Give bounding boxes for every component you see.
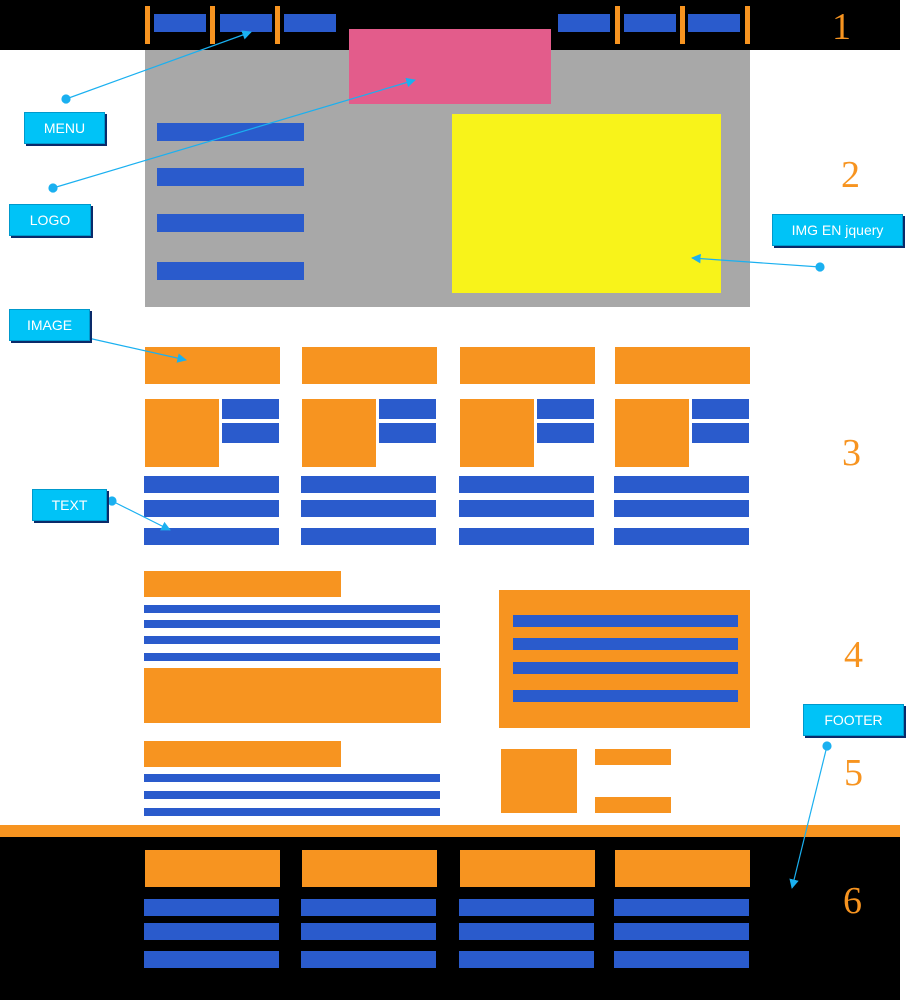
column-text-line — [614, 476, 749, 493]
thumb-line — [595, 797, 671, 813]
column-side-line — [379, 423, 436, 443]
footer-column-line — [459, 951, 594, 968]
jquery-image-box — [452, 114, 721, 293]
column-thumbnail — [615, 399, 689, 467]
footer-divider — [0, 825, 900, 837]
column-text-line — [301, 528, 436, 545]
content-line — [144, 774, 440, 782]
column-text-line — [144, 476, 279, 493]
footer-column-header — [615, 850, 750, 887]
menu-divider — [275, 6, 280, 44]
footer-column-line — [614, 951, 749, 968]
column-side-line — [692, 399, 749, 419]
menu-callout: MENU — [24, 112, 105, 144]
footer-column-header — [460, 850, 595, 887]
section-number-3: 3 — [842, 432, 861, 474]
hero-line — [157, 123, 304, 141]
column-text-line — [614, 500, 749, 517]
image-callout: IMAGE — [9, 309, 90, 341]
footer-column-line — [144, 951, 279, 968]
content-line — [144, 791, 440, 799]
menu-item — [284, 14, 336, 32]
footer-column-line — [301, 951, 436, 968]
content-line — [144, 636, 440, 644]
menu-item — [688, 14, 740, 32]
menu-divider — [680, 6, 685, 44]
column-thumbnail — [145, 399, 219, 467]
side-box-line — [513, 638, 738, 650]
text-callout: TEXT — [32, 489, 107, 521]
section-number-4: 4 — [844, 634, 863, 676]
footer-callout: FOOTER — [803, 704, 904, 736]
logo-callout: LOGO — [9, 204, 91, 236]
thumb-box — [501, 749, 577, 813]
footer-column-line — [614, 923, 749, 940]
column-text-line — [459, 528, 594, 545]
menu-divider — [210, 6, 215, 44]
column-header-image — [145, 347, 280, 384]
menu-item — [624, 14, 676, 32]
footer-column-line — [301, 923, 436, 940]
column-header-image — [302, 347, 437, 384]
column-text-line — [459, 476, 594, 493]
menu-item — [558, 14, 610, 32]
side-box-line — [513, 690, 738, 702]
hero-line — [157, 262, 304, 280]
column-text-line — [301, 500, 436, 517]
menu-item — [220, 14, 272, 32]
footer-bar — [0, 837, 900, 1000]
footer-column-line — [144, 923, 279, 940]
column-thumbnail — [302, 399, 376, 467]
column-text-line — [301, 476, 436, 493]
section-number-2: 2 — [841, 154, 860, 196]
footer-column-line — [301, 899, 436, 916]
thumb-line — [595, 749, 671, 765]
footer-column-line — [614, 899, 749, 916]
content-line — [144, 808, 440, 816]
column-side-line — [692, 423, 749, 443]
side-box-line — [513, 662, 738, 674]
footer-column-line — [459, 923, 594, 940]
section-number-1: 1 — [832, 6, 851, 48]
side-box-line — [513, 615, 738, 627]
content-line — [144, 653, 440, 661]
content-line — [144, 620, 440, 628]
side-box — [499, 590, 750, 728]
content-image — [144, 668, 441, 723]
section-number-6: 6 — [843, 880, 862, 922]
footer-column-header — [302, 850, 437, 887]
menu-divider — [745, 6, 750, 44]
column-side-line — [537, 423, 594, 443]
column-text-line — [614, 528, 749, 545]
footer-column-line — [459, 899, 594, 916]
content-line — [144, 605, 440, 613]
content-heading — [144, 571, 341, 597]
column-side-line — [222, 399, 279, 419]
column-header-image — [460, 347, 595, 384]
logo-box — [349, 29, 551, 104]
column-text-line — [144, 500, 279, 517]
column-side-line — [379, 399, 436, 419]
column-side-line — [222, 423, 279, 443]
section-number-5: 5 — [844, 752, 863, 794]
img-jquery-callout: IMG EN jquery — [772, 214, 903, 246]
column-side-line — [537, 399, 594, 419]
column-header-image — [615, 347, 750, 384]
menu-item — [154, 14, 206, 32]
column-text-line — [459, 500, 594, 517]
column-text-line — [144, 528, 279, 545]
menu-divider — [145, 6, 150, 44]
hero-line — [157, 214, 304, 232]
hero-line — [157, 168, 304, 186]
column-thumbnail — [460, 399, 534, 467]
footer-column-header — [145, 850, 280, 887]
content-heading — [144, 741, 341, 767]
menu-divider — [615, 6, 620, 44]
footer-column-line — [144, 899, 279, 916]
